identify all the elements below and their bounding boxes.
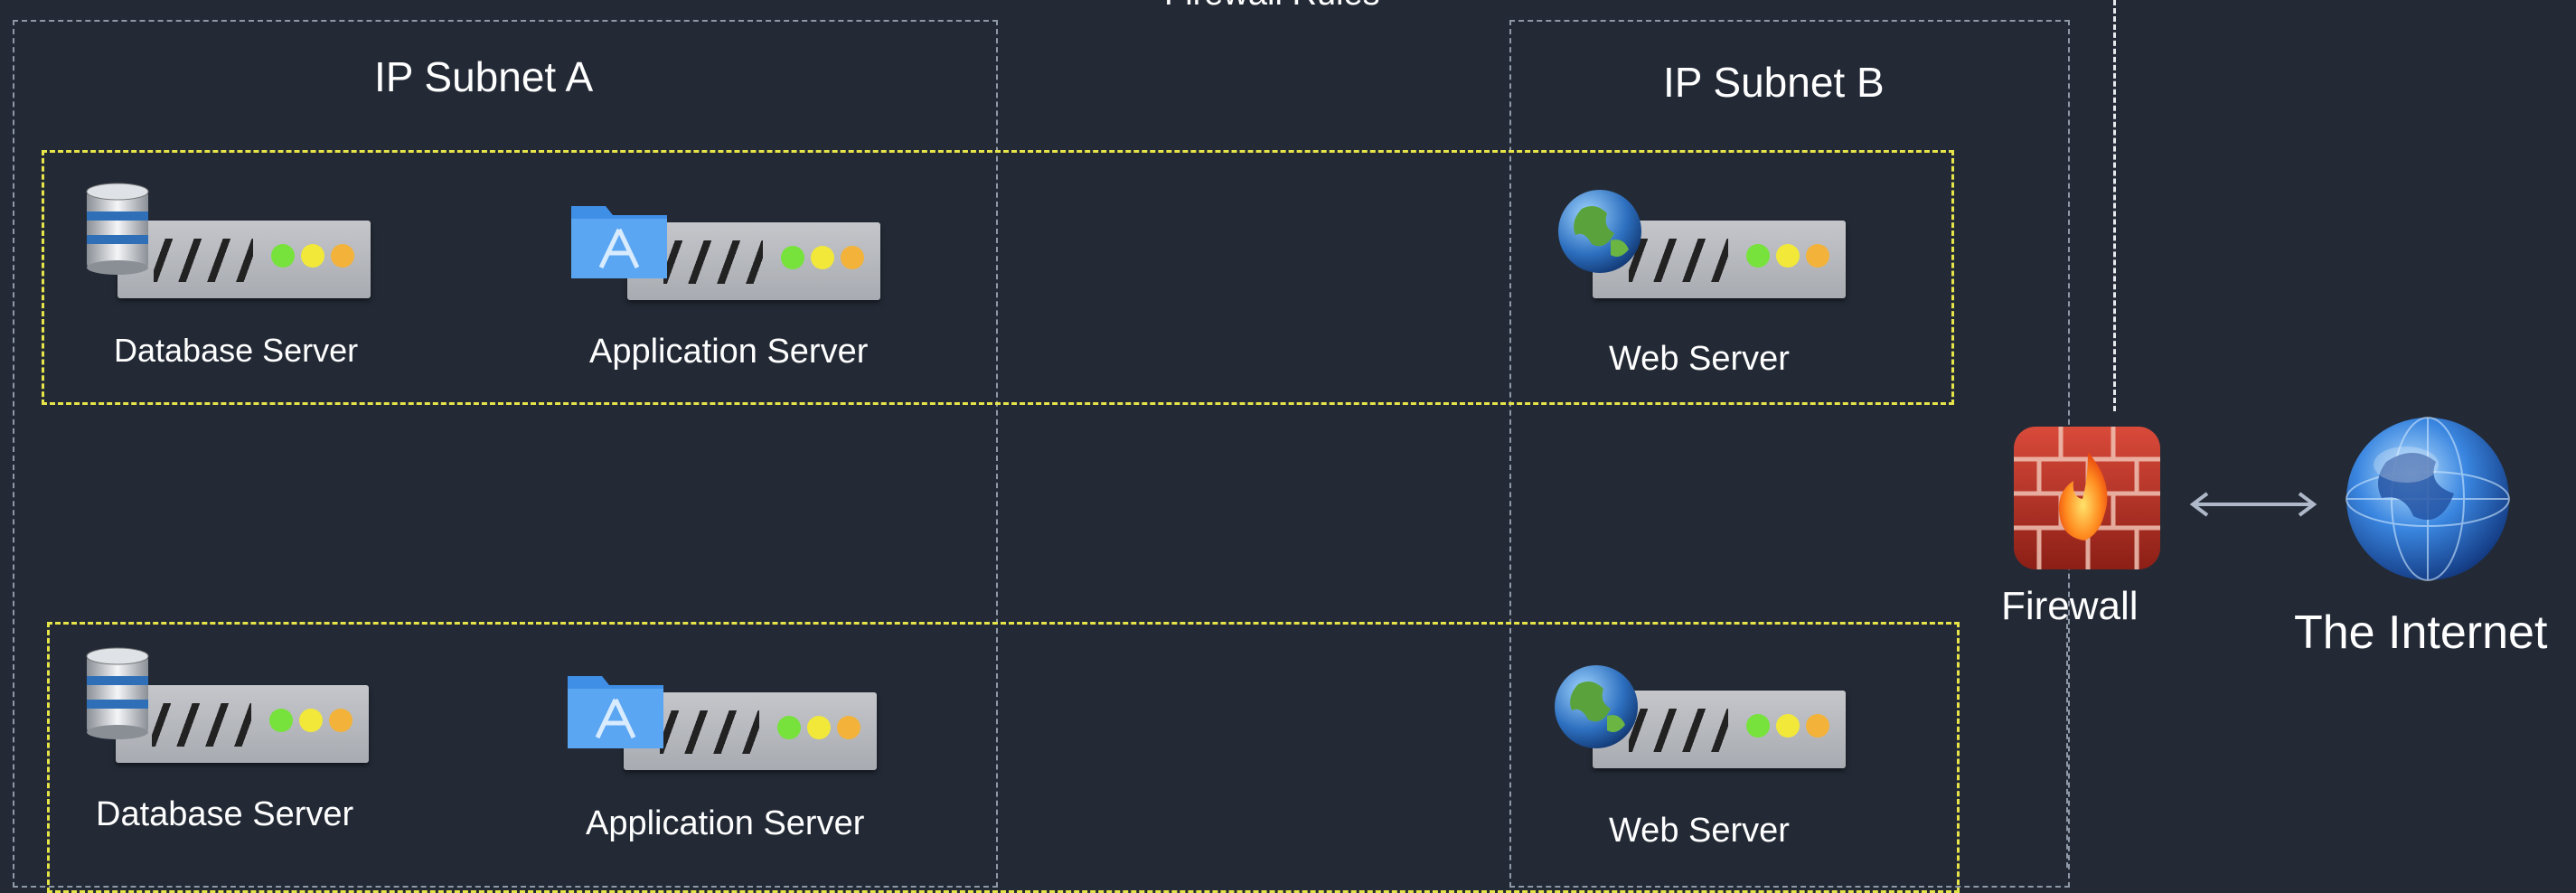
status-led-orange bbox=[331, 244, 354, 268]
status-led-yellow bbox=[1776, 714, 1800, 738]
status-led-orange bbox=[837, 716, 860, 739]
status-led-orange bbox=[841, 246, 864, 269]
status-led-yellow bbox=[811, 246, 834, 269]
application-server-rack bbox=[624, 692, 877, 770]
application-server-rack bbox=[627, 222, 880, 300]
globe-icon bbox=[1555, 665, 1638, 748]
database-server-label: Database Server bbox=[114, 332, 359, 369]
database-icon bbox=[86, 183, 149, 275]
tier-box-1 bbox=[42, 150, 1954, 405]
status-led-orange bbox=[1806, 714, 1829, 738]
web-server-label: Web Server bbox=[1609, 812, 1790, 850]
status-led-green bbox=[1746, 714, 1770, 738]
status-led-orange bbox=[1806, 244, 1829, 268]
status-led-green bbox=[781, 246, 804, 269]
database-server-rack bbox=[116, 685, 369, 763]
globe-icon bbox=[1558, 190, 1641, 273]
database-server-label: Database Server bbox=[96, 795, 354, 833]
application-server-label: Application Server bbox=[586, 804, 865, 842]
app-folder-icon bbox=[571, 206, 667, 278]
status-led-yellow bbox=[301, 244, 324, 268]
internet-globe-icon bbox=[2346, 417, 2510, 581]
firewall-rules-label: Firewall Rules bbox=[1164, 0, 1380, 14]
firewall-icon bbox=[2014, 427, 2160, 569]
status-led-yellow bbox=[807, 716, 831, 739]
status-led-green bbox=[777, 716, 801, 739]
zone-boundary-line-lower bbox=[2066, 615, 2068, 868]
status-led-yellow bbox=[299, 709, 323, 732]
firewall-label: Firewall bbox=[2001, 584, 2139, 628]
app-folder-icon bbox=[568, 676, 663, 748]
subnet-a-title: IP Subnet A bbox=[374, 53, 594, 100]
database-icon bbox=[86, 647, 149, 739]
status-led-green bbox=[1746, 244, 1770, 268]
database-server-rack bbox=[118, 221, 371, 298]
status-led-orange bbox=[329, 709, 353, 732]
double-arrow-icon bbox=[2189, 492, 2317, 517]
status-led-green bbox=[269, 709, 293, 732]
web-server-label: Web Server bbox=[1609, 340, 1790, 378]
application-server-label: Application Server bbox=[589, 333, 869, 371]
zone-boundary-line bbox=[2113, 0, 2116, 411]
subnet-b-title: IP Subnet B bbox=[1663, 59, 1885, 106]
internet-label: The Internet bbox=[2294, 606, 2548, 659]
status-led-yellow bbox=[1776, 244, 1800, 268]
status-led-green bbox=[271, 244, 295, 268]
